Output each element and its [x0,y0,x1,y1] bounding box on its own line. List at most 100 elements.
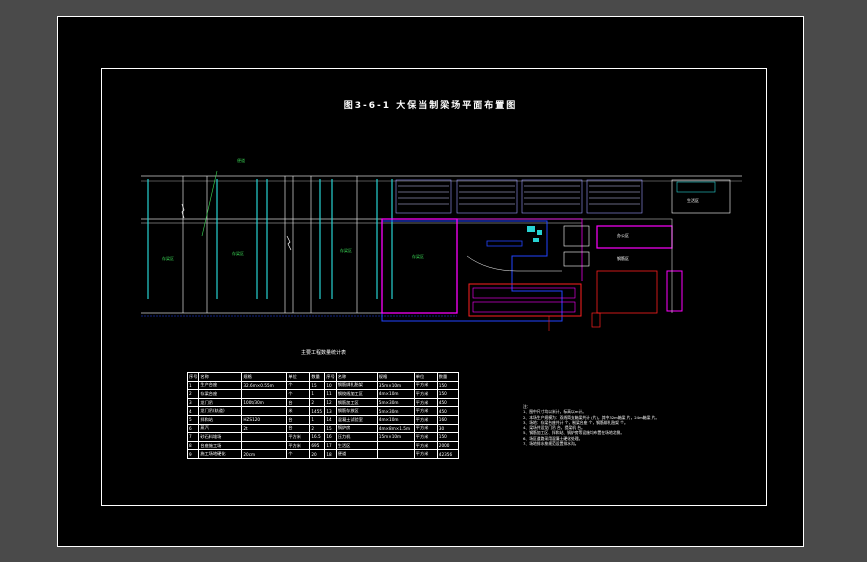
header-cell: 序号 [324,372,337,382]
production-line-2 [472,301,576,313]
table-cell: 17 [324,440,337,451]
table-cell [241,406,288,416]
table-cell: 拌和站 [198,414,243,425]
header-cell: 数量 [436,372,459,382]
table-cell: 6 [186,423,200,434]
table-cell: 2 [309,423,326,434]
table-cell [376,440,415,451]
header-cell: 规格 [241,372,288,382]
table-cell [241,440,288,451]
note-line: 1、图中尺寸均以米计，标高以m计。 [523,409,587,415]
stacking-grid [395,179,643,214]
table-cell: 钢筋绑扎胎架 [335,380,378,391]
production-area [468,283,582,317]
table-cell [241,432,288,442]
office-block [671,179,731,214]
table-cell: 5m×30m [376,406,415,416]
table-cell: 个 [286,389,311,399]
table-cell: 13 [324,406,337,416]
table-cell: 台座施工场 [198,440,243,451]
cad-viewport[interactable]: 图3-6-1 大保当制梁场平面布置图 [57,16,804,547]
zone-edge [457,218,583,281]
table-cell: 15 [309,380,326,391]
table-cell: 35m×10m [376,380,415,391]
table-cell: 450 [436,406,459,416]
table-cell: 5 [186,414,200,425]
table-cell: 20cm [241,449,288,459]
table-cell: 32.6m×0.55m [241,380,288,391]
table-cell: 生产台座 [198,380,243,391]
table-cell: 生活区 [335,440,378,451]
table-cell: 平方米 [413,432,438,442]
table-cell: 150 [436,380,459,391]
table-cell: 42356 [436,449,459,459]
table-cell: 15 [324,423,337,434]
road-label: 便道 [237,158,245,163]
table-cell: 5m×30m [376,397,415,408]
boiler-room [563,251,590,267]
table-cell: 1 [309,414,326,425]
table-cell: 18 [324,449,337,459]
table-cell: 10 [324,380,337,391]
table-cell: 4m×8m×1.5m [376,423,415,434]
table-cell: 2 [309,397,326,408]
table-cell: 个 [286,380,311,391]
header-cell: 名称 [198,372,243,382]
table-cell: HZS120 [241,414,288,425]
table-cell: 1455 [309,406,326,416]
storage-label-3: 存梁区 [340,248,352,253]
header-cell: 数量 [309,372,326,382]
table-cell: 蒸汽 [198,423,243,434]
storage-label-2: 存梁区 [232,251,244,256]
office-block-inner [676,181,716,193]
table-header-row: 序号 名称 规格 单位 数量 序号 名称 规格 单位 数量 [186,372,459,382]
table-cell: 150 [436,432,459,442]
leader-line [201,170,218,237]
table-cell: 平方米 [413,397,438,408]
header-cell: 名称 [335,372,378,382]
drawing-title: 图3-6-1 大保当制梁场平面布置图 [343,101,518,111]
table-cell: 便道 [335,449,378,459]
storage-label-1: 存梁区 [162,256,174,261]
notes-block: 注： 1、图中尺寸均以米计，标高以m计。 2、本场生产规模为：双线简支箱梁共计 … [523,404,743,446]
table-cell: 1 [309,389,326,399]
table-cell: 台 [286,397,311,408]
production-line-1 [472,287,576,299]
table-cell: 台 [286,423,311,434]
break-symbol-2 [181,203,185,219]
rebar-label: 钢筋区 [617,256,629,261]
note-line: 注： [523,404,531,409]
living-label: 生活区 [687,198,699,203]
table-cell: 16.5 [309,432,326,442]
break-symbol [286,235,292,251]
table-cell: 4 [186,406,200,416]
gantry-rails [147,179,393,299]
header-cell: 单位 [413,372,438,382]
table-cell: 锅炉房 [335,423,378,434]
table-cell: 16 [324,432,337,442]
table-cell: 平方米 [413,380,438,391]
drawing-border-inner [101,68,767,506]
table-cell: 11 [324,389,337,399]
living-building [596,270,658,314]
office-building [596,225,673,249]
table-title: 主要工程数量统计表 [301,350,347,356]
table-cell: 695 [309,440,326,451]
table-cell: 钢筋存放区 [335,406,378,416]
table-cell: 1 [186,380,200,391]
table-cell: 450 [436,397,459,408]
table-cell: 台 [286,414,311,425]
table-cell: 龙门吊(轨道) [198,406,243,416]
table-cell: 钢绞线加工区 [335,389,378,399]
note-line: 4、梁场共设龙门吊 台，提梁机 台。 [523,425,585,431]
site-entrance [591,312,601,328]
header-cell: 序号 [186,372,200,382]
table-cell: 平方米 [413,414,438,425]
